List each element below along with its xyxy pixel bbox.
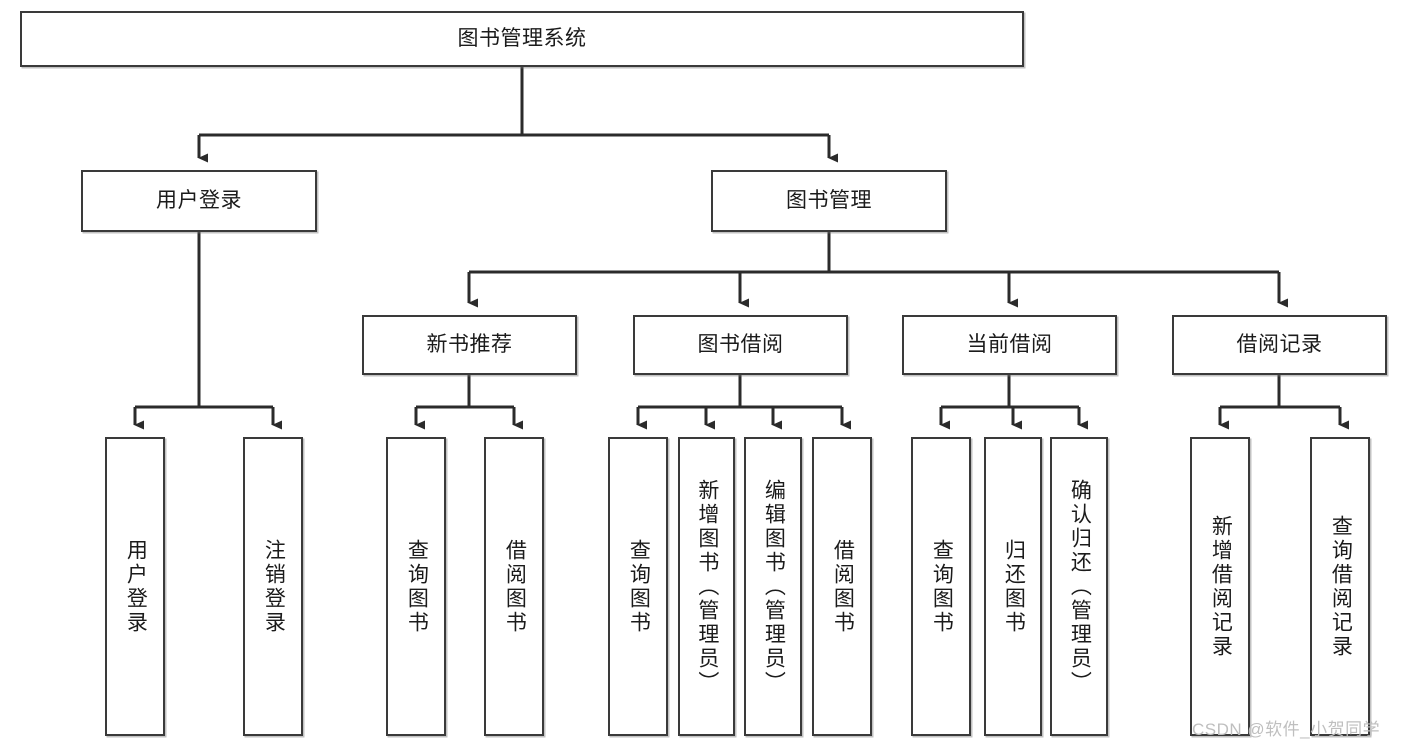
node-current-borrow[interactable]: 当前借阅 [902,315,1117,375]
leaf-user-login[interactable]: 用户登录 [105,437,165,736]
edge-newbook-to-leaves [414,375,523,430]
node-book-management[interactable]: 图书管理 [711,170,947,232]
leaf-edit-book-admin[interactable]: 编辑图书（管理员） [744,437,802,736]
edge-borrow-to-leaves [636,375,851,430]
leaf-label-borrow-book: 借阅图书 [831,538,855,635]
node-book-borrow[interactable]: 图书借阅 [633,315,848,375]
leaf-borrow-book-recommend[interactable]: 借阅图书 [484,437,544,736]
leaf-label-query-book-recommend: 查询图书 [405,538,429,635]
node-label-user-login: 用户登录 [156,188,242,212]
leaf-query-borrow-record[interactable]: 查询借阅记录 [1310,437,1370,736]
leaf-query-book-borrow[interactable]: 查询图书 [608,437,668,736]
leaf-label-edit-book-admin: 编辑图书（管理员） [762,478,786,695]
leaf-label-query-book-borrow: 查询图书 [627,538,651,635]
leaf-add-book-admin[interactable]: 新增图书（管理员） [678,437,735,736]
leaf-query-book-current[interactable]: 查询图书 [911,437,971,736]
edge-record-to-leaves [1218,375,1349,430]
leaf-borrow-book[interactable]: 借阅图书 [812,437,872,736]
node-borrow-record[interactable]: 借阅记录 [1172,315,1387,375]
leaf-label-return-book: 归还图书 [1002,538,1026,635]
leaf-label-query-book-current: 查询图书 [930,538,954,635]
edge-bookmgmt-to-level3 [467,232,1288,308]
node-user-login[interactable]: 用户登录 [81,170,317,232]
leaf-label-query-borrow-record: 查询借阅记录 [1329,514,1353,659]
node-root-system[interactable]: 图书管理系统 [20,11,1024,67]
leaf-confirm-return-admin[interactable]: 确认归还（管理员） [1050,437,1108,736]
leaf-return-book[interactable]: 归还图书 [984,437,1042,736]
node-label-root: 图书管理系统 [457,26,587,50]
leaf-add-borrow-record[interactable]: 新增借阅记录 [1190,437,1250,736]
edge-current-to-leaves [939,375,1088,430]
leaf-label-user-login: 用户登录 [124,538,148,635]
node-label-book-borrow: 图书借阅 [697,332,784,356]
leaf-query-book-recommend[interactable]: 查询图书 [386,437,446,736]
leaf-label-logout-login: 注销登录 [262,538,286,635]
leaf-label-confirm-return-admin: 确认归还（管理员） [1068,478,1092,695]
leaf-label-borrow-book-recommend: 借阅图书 [503,538,527,635]
leaf-label-add-borrow-record: 新增借阅记录 [1209,514,1233,659]
edge-root-to-level2 [197,67,838,163]
edge-userlogin-to-leaves [133,232,282,430]
node-label-new-book-recommend: 新书推荐 [426,332,513,356]
node-label-borrow-record: 借阅记录 [1236,332,1323,356]
node-new-book-recommend[interactable]: 新书推荐 [362,315,577,375]
node-label-current-borrow: 当前借阅 [966,332,1053,356]
leaf-logout-login[interactable]: 注销登录 [243,437,303,736]
node-label-book-management: 图书管理 [786,188,872,212]
leaf-label-add-book-admin: 新增图书（管理员） [695,478,719,695]
